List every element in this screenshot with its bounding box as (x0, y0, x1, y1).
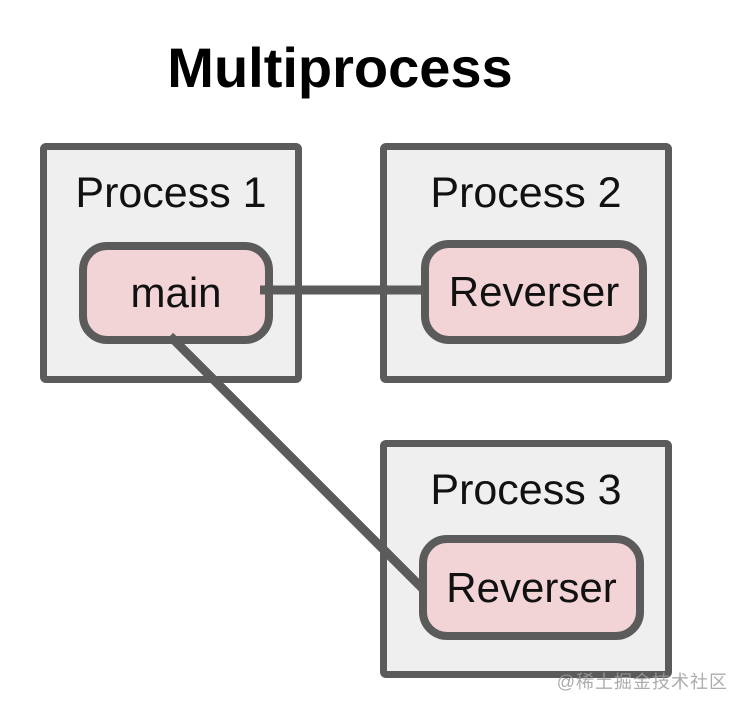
node-reverser-p3: Reverser (419, 535, 644, 640)
node-reverser-p2-label: Reverser (448, 268, 620, 315)
diagram-title: Multiprocess (167, 36, 513, 99)
process-2-label: Process 2 (430, 169, 622, 217)
process-1-label: Process 1 (75, 169, 267, 217)
process-box-2: Process 2 Reverser (380, 143, 672, 383)
node-main-label: main (130, 269, 222, 316)
node-reverser-p3-label: Reverser (446, 563, 617, 611)
process-box-3: Process 3 Reverser (380, 440, 672, 678)
node-reverser-p2: Reverser (421, 240, 647, 344)
process-3-label: Process 3 (430, 466, 622, 514)
watermark: @稀土掘金技术社区 (556, 672, 728, 692)
process-box-1: Process 1 main (40, 143, 302, 383)
node-main: main (79, 242, 273, 344)
